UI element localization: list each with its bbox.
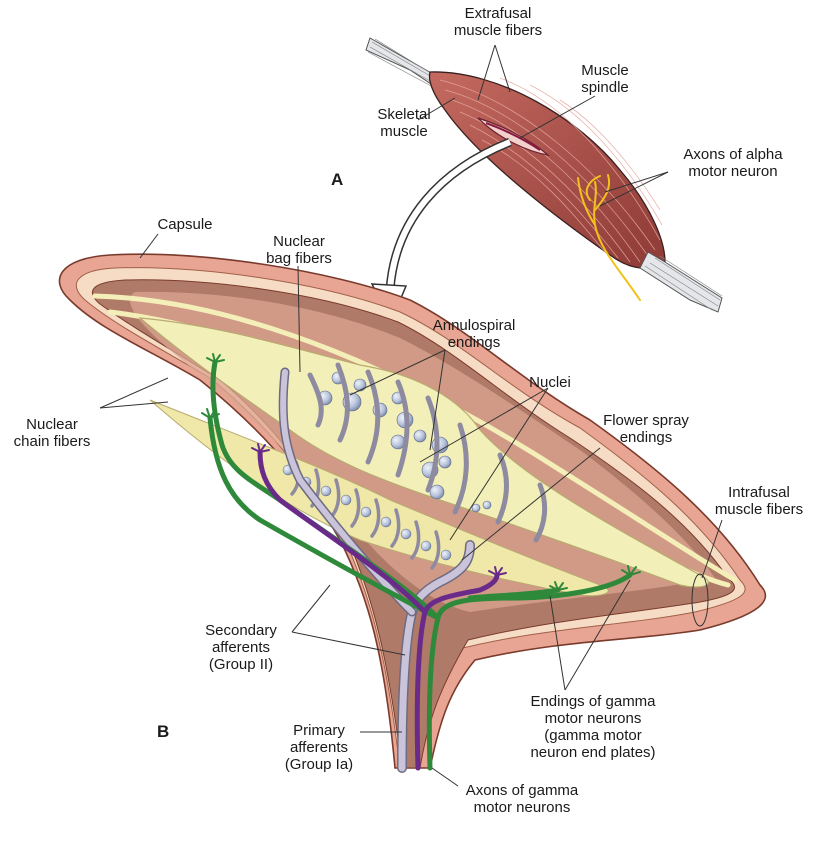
label-nuclear-bag: Nuclear bag fibers [266,233,332,267]
end-plate-2 [549,581,568,591]
gamma-axon-purple [257,449,500,771]
panel-b-pointers [99,233,723,787]
label-flower-spray: Flower spray endings [603,412,689,446]
end-plate-1 [621,565,641,576]
label-axons-alpha: Axons of alpha motor neuron [683,146,783,180]
panel-a-pointers [417,44,669,207]
end-plate-3 [488,566,507,576]
label-skeletal-muscle: Skeletal muscle [377,106,431,140]
label-secondary-afferents: Secondary afferents (Group II) [205,622,277,673]
label-nuclear-chain: Nuclear chain fibers [13,416,91,450]
tendon-right [639,251,723,313]
label-capsule: Capsule [157,216,213,233]
intrafusal-marker [691,573,709,627]
label-endings-gamma: Endings of gamma motor neurons (gamma mo… [530,693,656,761]
label-extrafusal: Extrafusal muscle fibers [453,5,543,39]
spindle-core [485,122,541,151]
panel-label-b: B [157,722,170,741]
label-axons-gamma: Axons of gamma motor neurons [465,782,579,816]
label-intrafusal: Intrafusal muscle fibers [714,484,804,518]
tendon-right-strands [644,255,723,311]
panel-b-spindle [58,233,767,787]
label-annulospiral: Annulospiral endings [432,317,516,351]
label-nuclei: Nuclei [529,374,571,391]
end-plate-5 [201,408,220,419]
end-plate-4 [206,353,225,363]
annulospiral-endings-bag [307,362,548,543]
panel-a-muscle [365,37,723,324]
panel-label-a: A [331,170,344,189]
alpha-motor-axons [577,174,641,301]
zoom-arrow [385,137,512,291]
label-muscle-spindle: Muscle spindle [581,62,629,96]
gamma-end-plates [201,353,641,591]
end-plate-6 [251,443,270,453]
label-primary-afferents: Primary afferents (Group Ia) [284,722,354,773]
nuclear-chain-fiber [149,399,609,597]
